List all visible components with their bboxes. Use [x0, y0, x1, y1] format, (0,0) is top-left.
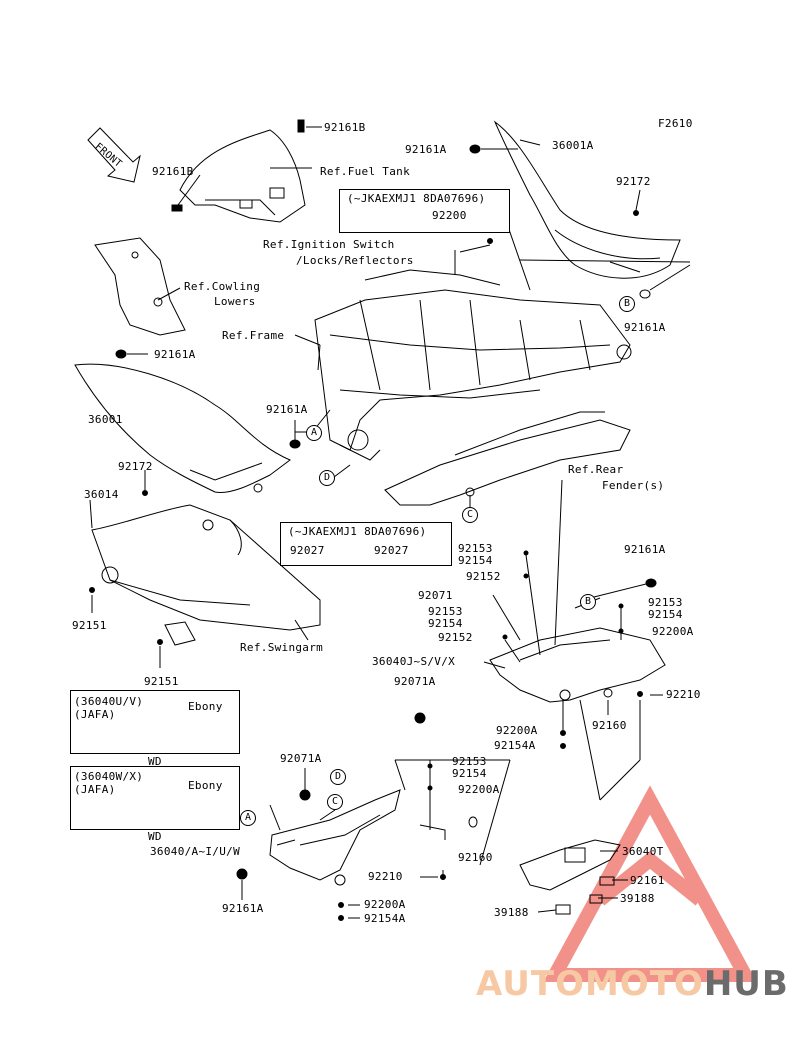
- ref-label: Ref.Fuel Tank: [320, 165, 410, 178]
- callout-circle: A: [306, 425, 322, 441]
- callout-circle: B: [619, 296, 635, 312]
- part-label: 92161B: [324, 121, 366, 134]
- part-label: 92153: [648, 596, 683, 609]
- part-label: 36001A: [552, 139, 594, 152]
- part-label: 92210: [368, 870, 403, 883]
- part-label: 92200: [432, 209, 467, 222]
- part-label: 92151: [144, 675, 179, 688]
- part-label: 92154A: [364, 912, 406, 925]
- part-label: 92200A: [458, 783, 500, 796]
- part-label: 36040T: [622, 845, 664, 858]
- serial-note: (~JKAEXMJ1 8DA07696): [347, 192, 486, 205]
- part-label: 92154: [428, 617, 463, 630]
- part-label: 92152: [438, 631, 473, 644]
- part-label: 92027: [290, 544, 325, 557]
- part-label: 39188: [620, 892, 655, 905]
- part-label: 36014: [84, 488, 119, 501]
- callout-circle: A: [240, 810, 256, 826]
- watermark-logo-icon: [543, 785, 757, 982]
- variant-spec: (JAFA): [74, 783, 116, 796]
- callout-circle: C: [327, 794, 343, 810]
- part-label: 92154: [452, 767, 487, 780]
- part-label: 92161: [630, 874, 665, 887]
- part-label: 92154: [458, 554, 493, 567]
- frame-part: [314, 269, 632, 461]
- part-label: 92161A: [624, 321, 666, 334]
- lower-cover-right: [489, 627, 666, 703]
- part-label: 92152: [466, 570, 501, 583]
- part-label: 92071: [418, 589, 453, 602]
- part-label: 92161A: [624, 543, 666, 556]
- ref-label: /Locks/Reflectors: [296, 254, 414, 267]
- ref-label: Ref.Ignition Switch: [263, 238, 395, 251]
- part-label: 36040J~S/V/X: [372, 655, 456, 668]
- part-label: 92172: [118, 460, 153, 473]
- ref-label: Lowers: [214, 295, 256, 308]
- part-label: 92153: [458, 542, 493, 555]
- part-label: 92161B: [152, 165, 194, 178]
- variant-color: Ebony: [188, 779, 223, 792]
- variant-spec: (JAFA): [74, 708, 116, 721]
- part-label: 92161A: [405, 143, 447, 156]
- callout-circle: C: [462, 507, 478, 523]
- part-label: 92071A: [280, 752, 322, 765]
- variant-color: Ebony: [188, 700, 223, 713]
- variant-code: (36040W/X): [74, 770, 144, 783]
- ref-label: Fender(s): [602, 479, 665, 492]
- serial-note: (~JKAEXMJ1 8DA07696): [288, 525, 427, 538]
- rear-fender-part: [384, 411, 631, 506]
- lower-cover-left: [269, 789, 446, 886]
- ref-label: Ref.Cowling: [184, 280, 261, 293]
- front-arrow-icon: [87, 127, 141, 183]
- variant-wd: WD: [148, 830, 162, 843]
- serial-note-box-1: [339, 189, 510, 233]
- part-label: 92160: [592, 719, 627, 732]
- part-label: 92161A: [222, 902, 264, 915]
- part-label: 92200A: [496, 724, 538, 737]
- part-label: 92210: [666, 688, 701, 701]
- side-cover-left: [74, 363, 291, 494]
- callout-circle: D: [330, 769, 346, 785]
- part-label: 92027: [374, 544, 409, 557]
- fuel-tank-part: [179, 129, 306, 223]
- part-label: 92161A: [266, 403, 308, 416]
- part-label: 92172: [616, 175, 651, 188]
- part-label: 92200A: [652, 625, 694, 638]
- variant-box-1: [70, 690, 240, 754]
- serial-note-box-2: [280, 522, 452, 566]
- variant-code: (36040U/V): [74, 695, 144, 708]
- ref-label: Ref.Frame: [222, 329, 285, 342]
- part-label: 39188: [494, 906, 529, 919]
- part-label: 92200A: [364, 898, 406, 911]
- part-label: 36001: [88, 413, 123, 426]
- cowling-part: [94, 237, 186, 336]
- figure-code: F2610: [658, 117, 693, 130]
- variant-wd: WD: [148, 755, 162, 768]
- part-label: 36040/A~I/U/W: [150, 845, 240, 858]
- part-label: 92153: [452, 755, 487, 768]
- watermark-text: AUTOMOTOHUB: [476, 964, 789, 1004]
- bracket-part: [519, 839, 621, 915]
- part-label: 92153: [428, 605, 463, 618]
- part-label: 92071A: [394, 675, 436, 688]
- part-label: 92160: [458, 851, 493, 864]
- callout-circle: B: [580, 594, 596, 610]
- part-label: 92154: [648, 608, 683, 621]
- part-label: 92154A: [494, 739, 536, 752]
- side-cover-right: [493, 120, 681, 279]
- ref-label: Ref.Swingarm: [240, 641, 324, 654]
- chain-cover-part: [91, 504, 321, 646]
- callout-circle: D: [319, 470, 335, 486]
- part-label: 92161A: [154, 348, 196, 361]
- variant-box-2: [70, 766, 240, 830]
- ref-label: Ref.Rear: [568, 463, 624, 476]
- leader-lines: [89, 126, 691, 919]
- part-label: 92151: [72, 619, 107, 632]
